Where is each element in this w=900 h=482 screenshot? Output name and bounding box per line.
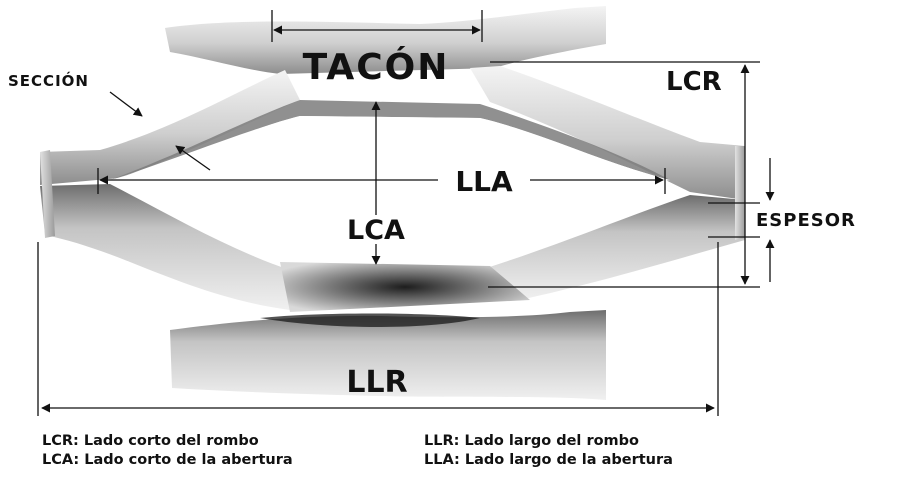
legend-item-lcr: LCR: Lado corto del rombo — [42, 432, 293, 451]
label-espesor: ESPESOR — [756, 210, 856, 231]
strand-lower-left — [40, 184, 290, 310]
legend-right: LLR: Lado largo del rombo LLA: Lado larg… — [424, 432, 673, 470]
legend-text: : Lado largo de la abertura — [453, 452, 673, 468]
legend-abbr: LCA — [42, 452, 74, 468]
legend-text: : Lado corto del rombo — [73, 433, 259, 449]
legend-item-lca: LCA: Lado corto de la abertura — [42, 451, 293, 470]
strand-upper-left — [40, 70, 300, 185]
label-lla: LLA — [455, 165, 513, 198]
label-tacon: TACÓN — [303, 46, 450, 88]
strand-upper-right — [470, 66, 745, 200]
legend-left: LCR: Lado corto del rombo LCA: Lado cort… — [42, 432, 293, 470]
legend-abbr: LLR — [424, 433, 454, 449]
bottom-strand-shadow — [260, 313, 480, 327]
seccion-pointer — [109, 91, 143, 117]
legend-item-lla: LLA: Lado largo de la abertura — [424, 451, 673, 470]
label-llr: LLR — [346, 365, 407, 400]
center-node — [280, 262, 530, 312]
legend-abbr: LCR — [42, 433, 74, 449]
seccion-pointer-2 — [175, 145, 211, 171]
strand-lower-right — [480, 195, 745, 300]
legend-item-llr: LLR: Lado largo del rombo — [424, 432, 673, 451]
left-edge-face — [40, 150, 55, 238]
right-edge-face — [735, 146, 745, 240]
label-lca: LCA — [347, 215, 405, 246]
dimension-lines — [37, 10, 775, 416]
label-lcr: LCR — [666, 67, 722, 97]
label-seccion: SECCIÓN — [8, 71, 89, 90]
metal-strands — [40, 6, 745, 400]
labels: TACÓN SECCIÓN LCR LLA LCA ESPESOR LLR — [8, 46, 856, 400]
strand-upper-inner-edge — [110, 100, 670, 180]
legend-text: : Lado largo del rombo — [453, 433, 640, 449]
legend-abbr: LLA — [424, 452, 454, 468]
legend-text: : Lado corto de la abertura — [73, 452, 293, 468]
top-bond-bar — [165, 6, 606, 74]
bottom-strand — [170, 310, 606, 400]
upper-opening — [110, 116, 670, 262]
